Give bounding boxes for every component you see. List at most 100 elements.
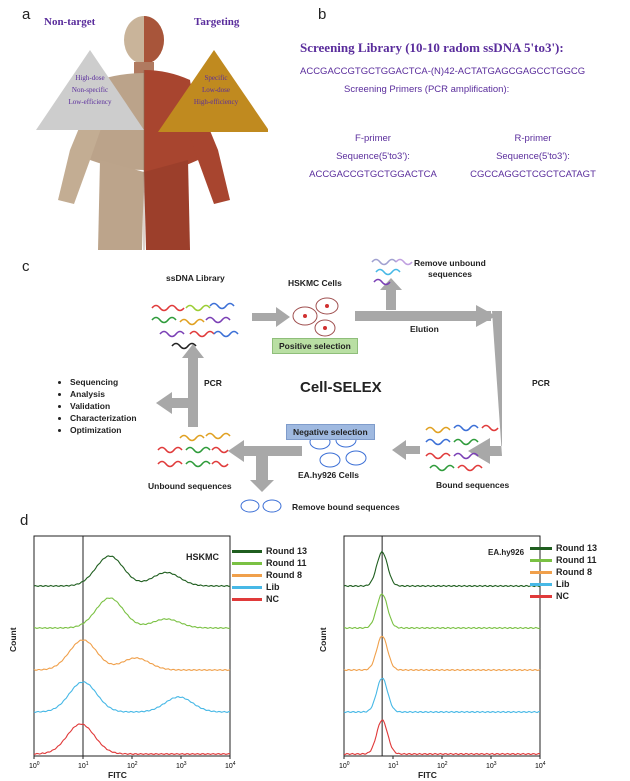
legend-label: Round 11	[266, 558, 307, 568]
legend-label: Round 13	[556, 543, 598, 553]
unbound-sequences-strands	[157, 432, 231, 468]
bullet-item: Analysis	[70, 388, 137, 400]
targeting-title: Targeting	[194, 16, 240, 28]
histogram-series-nc	[343, 719, 541, 756]
unbound-sequences-label: Unbound sequences	[148, 481, 232, 491]
bullet-item: Characterization	[70, 412, 137, 424]
histogram-series-round-13	[33, 555, 230, 587]
hskmc-title: HSKMC	[186, 552, 219, 562]
cell-selex-title: Cell-SELEX	[300, 379, 382, 396]
bound-sequences-strands	[425, 424, 499, 472]
legend-item: Round 13	[232, 545, 307, 557]
legend-swatch	[530, 570, 552, 574]
non-target-item: Low-efficiency	[68, 98, 112, 106]
remove-unbound-label: Remove unbound sequences	[414, 258, 486, 280]
r-primer-block: R-primer Sequence(5'to3'): CGCCAGGCTCGCT…	[458, 130, 608, 184]
r-primer-seq: CGCCAGGCTCGCTCATAGT	[470, 169, 596, 180]
pcr-right-label: PCR	[532, 378, 550, 388]
histogram-series-round-13	[343, 550, 541, 588]
legend-item: Round 8	[530, 566, 597, 578]
non-target-items: High-dose Non-specific Low-efficiency	[38, 72, 142, 108]
legend-label: Lib	[556, 579, 570, 589]
legend-label: NC	[556, 591, 569, 601]
arrow-remove-bound	[250, 456, 274, 492]
legend-item: Lib	[232, 581, 307, 593]
legend-label: Round 8	[556, 567, 592, 577]
histogram-series-round-8	[343, 635, 541, 672]
arrow-elution	[355, 311, 491, 321]
targeting-items: Specific Low-dose High-efficiency	[160, 72, 272, 108]
ea-cells-label: EA.hy926 Cells	[298, 470, 359, 480]
legend-label: Round 11	[556, 555, 597, 565]
legend-label: NC	[266, 594, 279, 604]
x-tick-label: 100	[339, 761, 350, 770]
arrow-ea-to-unbound	[240, 446, 302, 456]
hskmc-cells-illustration	[292, 297, 339, 337]
hskmc-legend: Round 13 Round 11 Round 8 Lib NC	[232, 545, 307, 605]
ea-x-axis-label: FITC	[418, 770, 437, 780]
legend-item: NC	[530, 590, 597, 602]
positive-selection-badge: Positive selection	[272, 338, 358, 354]
ea-plot-frame	[343, 535, 541, 757]
legend-label: Round 13	[266, 546, 308, 556]
histogram-series-nc	[33, 723, 231, 755]
histogram-series-round-11	[33, 597, 231, 629]
primers-title: Screening Primers (PCR amplification):	[344, 84, 510, 95]
left-triangle	[36, 50, 144, 130]
hskmc-series-group	[33, 555, 231, 755]
legend-item: Round 11	[232, 557, 307, 569]
remove-unbound-line: Remove unbound	[414, 258, 486, 268]
ea-y-axis-label: Count	[318, 627, 328, 652]
x-tick-label: 103	[176, 761, 187, 770]
legend-swatch	[232, 549, 262, 553]
hskmc-x-axis-label: FITC	[108, 770, 127, 780]
legend-swatch	[232, 597, 262, 601]
ea-series-group	[343, 550, 541, 756]
removed-unbound-strands	[371, 258, 413, 286]
x-tick-label: 101	[78, 761, 89, 770]
legend-swatch	[530, 558, 552, 562]
non-target-item: High-dose	[75, 74, 105, 82]
library-title: Screening Library (10-10 radom ssDNA 5't…	[300, 40, 564, 55]
targeting-item: Specific	[204, 74, 228, 82]
legend-swatch	[530, 594, 552, 598]
hskmc-cells-label: HSKMC Cells	[288, 278, 342, 288]
histogram-series-lib	[343, 677, 541, 714]
legend-swatch	[232, 573, 262, 577]
hskmc-y-axis-label: Count	[8, 627, 18, 652]
library-sequence: ACCGACCGTGCTGGACTCA-(N)42-ACTATGAGCGAGCC…	[300, 66, 586, 77]
arrow-bound-to-ea	[392, 440, 420, 460]
legend-item: NC	[232, 593, 307, 605]
x-tick-label: 104	[535, 761, 546, 770]
f-primer-label: F-primer	[355, 133, 391, 144]
bound-sequences-label: Bound sequences	[436, 480, 510, 490]
panel-letter-a: a	[22, 6, 31, 23]
human-anatomy-figure	[36, 16, 268, 250]
right-triangle	[158, 50, 268, 132]
histogram-series-round-8	[33, 639, 231, 671]
targeting-item: High-efficiency	[193, 98, 239, 106]
x-tick-label: 104	[225, 761, 236, 770]
bullet-item: Sequencing	[70, 376, 137, 388]
r-primer-label: R-primer	[514, 133, 552, 144]
legend-label: Lib	[266, 582, 280, 592]
legend-item: Round 13	[530, 542, 597, 554]
panel-letter-c: c	[22, 258, 30, 275]
x-tick-label: 102	[437, 761, 448, 770]
arrow-to-bound	[468, 438, 490, 464]
legend-item: Lib	[530, 578, 597, 590]
ea-legend: Round 13 Round 11 Round 8 Lib NC	[530, 542, 597, 602]
legend-swatch	[530, 582, 552, 586]
x-tick-label: 103	[486, 761, 497, 770]
x-tick-label: 102	[127, 761, 138, 770]
legend-swatch	[232, 585, 262, 589]
ssdna-library-label: ssDNA Library	[166, 273, 225, 283]
anatomy-body	[58, 16, 230, 250]
targeting-item: Low-dose	[202, 86, 230, 94]
selex-cycle-diagram	[151, 258, 502, 513]
arrow-pcr-up	[188, 355, 198, 427]
negative-selection-badge: Negative selection	[286, 424, 375, 440]
